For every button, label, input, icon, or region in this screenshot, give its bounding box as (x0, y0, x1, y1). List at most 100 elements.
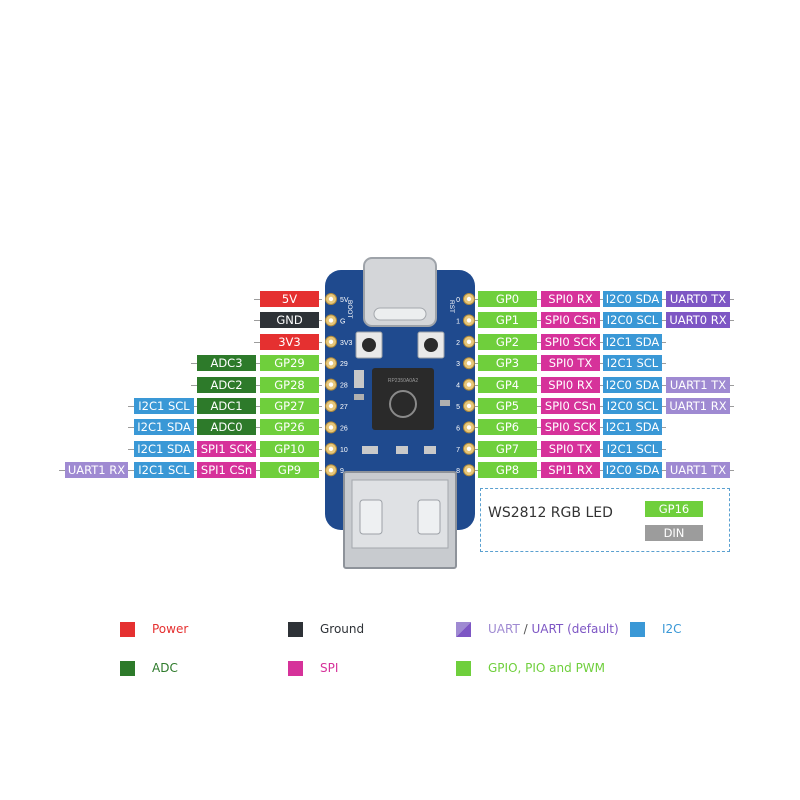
pin-hole (328, 318, 334, 323)
pin-hole (328, 425, 334, 430)
rp2350-chip (372, 368, 434, 430)
pin-hole (466, 382, 472, 387)
pin-label: SPI0 RX (541, 291, 600, 307)
left-pin-number: 27 (340, 404, 348, 411)
pin-hole (466, 318, 472, 323)
pin-label: GP7 (478, 440, 537, 457)
pin-label: I2C1 SCL (603, 440, 662, 457)
pin-label: UART1 TX (666, 462, 730, 479)
pin-label: GP9 (260, 462, 319, 479)
pin-label: UART1 RX (65, 462, 128, 479)
left-pin-number: 28 (340, 383, 348, 390)
left-pin-number: G (340, 318, 345, 325)
right-pin-number: 6 (456, 425, 460, 432)
left-pin-row: 5V (0, 291, 322, 307)
pin-label: I2C1 SCL (134, 398, 194, 414)
left-pin-number: 3V3 (340, 340, 353, 347)
pin-label: GP0 (478, 291, 537, 307)
pin-label: SPI1 CSn (197, 462, 256, 479)
legend-ground-swatch (288, 622, 303, 637)
pin-hole (466, 468, 472, 473)
pin-label: UART0 RX (666, 312, 730, 329)
pin-label: GP6 (478, 419, 537, 436)
pin-hole (466, 425, 472, 430)
left-pin-number: 5V (340, 297, 349, 304)
pin-label: ADC1 (197, 398, 256, 414)
legend-power-swatch (120, 622, 135, 637)
pin-label: I2C1 SCL (603, 355, 662, 372)
legend-spi-text: SPI (320, 661, 339, 675)
pin-label: I2C0 SCL (603, 312, 662, 329)
right-pin-number: 2 (456, 340, 460, 347)
pin-hole (328, 296, 334, 302)
legend-power-text: Power (152, 622, 189, 636)
pin-label: I2C0 SDA (603, 462, 662, 479)
pin-label: GP26 (260, 419, 319, 436)
pin-leader-line (191, 384, 322, 386)
left-pin-number: 9 (340, 468, 344, 475)
right-pin-number: 8 (456, 468, 460, 475)
legend-adc-swatch (120, 661, 135, 676)
chip-marking: RP2350A0A2 (388, 378, 419, 384)
right-pin-number: 7 (456, 447, 460, 454)
pin-hole (328, 468, 334, 473)
raspberry-logo (389, 390, 417, 418)
pin-label: ADC0 (197, 419, 256, 436)
pin-label: SPI0 TX (541, 440, 600, 457)
right-pin-number: 3 (456, 361, 460, 368)
legend-i2c-text: I2C (662, 622, 682, 636)
pin-label: GP27 (260, 398, 319, 414)
pin-label: I2C0 SDA (603, 376, 662, 393)
pin-hole (328, 361, 334, 366)
pin-label: 5V (260, 291, 319, 307)
pin-label: SPI0 TX (541, 355, 600, 372)
led-gp-label: GP16 (645, 501, 703, 517)
pin-label: SPI1 RX (541, 462, 600, 479)
pin-label: SPI0 SCK (541, 419, 600, 436)
legend-gpio-swatch (456, 661, 471, 676)
legend-gpio-text: GPIO, PIO and PWM (488, 661, 606, 675)
pin-label: UART1 TX (666, 376, 730, 393)
pin-hole (466, 403, 472, 409)
boot-label: BOOT (346, 300, 353, 318)
pin-label: GP3 (478, 355, 537, 372)
pin-hole (466, 361, 472, 366)
pin-label: ADC2 (197, 376, 256, 393)
pin-label: I2C0 SDA (603, 291, 662, 307)
pin-label: GP8 (478, 462, 537, 479)
pin-hole (466, 446, 472, 451)
legend-uart-default-text: UART (default) (531, 622, 619, 636)
pin-label: GP1 (478, 312, 537, 329)
right-pin-number: 5 (456, 404, 460, 411)
legend-uart-swatch (456, 622, 471, 637)
rst-label: RST (448, 300, 455, 313)
pin-label: SPI0 CSn (541, 398, 600, 414)
right-pin-number: 0 (456, 297, 460, 304)
legend-uart-text: UART (488, 622, 520, 636)
left-pin-row: GND (0, 312, 322, 329)
pin-label: GP29 (260, 355, 319, 372)
pin-label: I2C1 SDA (603, 333, 662, 350)
pin-label: GP10 (260, 440, 319, 457)
pin-label: GP5 (478, 398, 537, 414)
pin-label: I2C1 SCL (134, 462, 194, 479)
legend-uart-separator: / (519, 622, 532, 636)
pin-hole (466, 296, 472, 302)
pin-label: GP4 (478, 376, 537, 393)
legend-adc-text: ADC (152, 661, 178, 675)
pin-label: ADC3 (197, 355, 256, 372)
pin-label: I2C0 SCL (603, 398, 662, 414)
